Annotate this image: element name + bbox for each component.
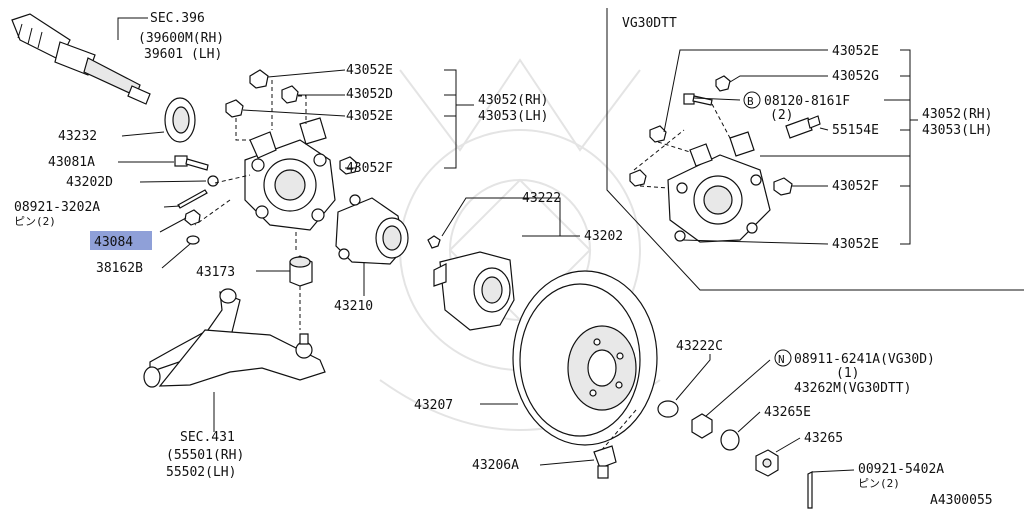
sec396-title[interactable]: SEC.396 xyxy=(150,11,205,26)
label-08120[interactable]: 08120-8161F xyxy=(764,94,850,109)
label-08911-qty: (1) xyxy=(836,366,859,381)
label-vg-55154e[interactable]: 55154E xyxy=(832,123,879,138)
washer-43222c[interactable] xyxy=(657,400,679,418)
label-43052e-1[interactable]: 43052E xyxy=(346,63,393,78)
bushing-43052e-mid[interactable] xyxy=(225,99,244,118)
group-43053-lh[interactable]: 43053(LH) xyxy=(478,109,548,124)
label-43206a[interactable]: 43206A xyxy=(472,458,519,473)
bolt-callout-circle xyxy=(743,91,761,109)
label-38162b[interactable]: 38162B xyxy=(96,261,143,276)
label-08921-sub: ピン(2) xyxy=(14,215,56,228)
nut-callout-circle xyxy=(774,349,792,367)
label-00921[interactable]: 00921-5402A xyxy=(858,462,944,477)
label-43210[interactable]: 43210 xyxy=(334,299,373,314)
label-08911[interactable]: 08911-6241A(VG30D) xyxy=(794,352,935,367)
hub-43202[interactable] xyxy=(427,235,515,331)
oil-seal-43232[interactable] xyxy=(164,97,196,143)
label-43232[interactable]: 43232 xyxy=(58,129,97,144)
bushing-43173[interactable] xyxy=(289,255,313,287)
bolt-08120-8161f[interactable] xyxy=(683,93,713,106)
washer-38162b[interactable] xyxy=(186,235,200,245)
label-43222c[interactable]: 43222C xyxy=(676,339,723,354)
nut-mark: N xyxy=(778,353,785,366)
label-43052f[interactable]: 43052F xyxy=(346,161,393,176)
sensor-55154e[interactable] xyxy=(785,115,821,139)
variant-label: VG30DTT xyxy=(622,16,677,31)
label-43262m[interactable]: 43262M(VG30DTT) xyxy=(794,381,911,396)
castle-nut-43265[interactable] xyxy=(755,449,779,477)
brake-rotor-43207[interactable] xyxy=(512,270,658,446)
washer-43202d[interactable] xyxy=(207,175,219,187)
sec431-line1: (55501(RH) xyxy=(166,448,244,463)
label-vg-43052f[interactable]: 43052F xyxy=(832,179,879,194)
label-43084-highlight xyxy=(90,231,152,250)
cotter-pin-08921[interactable] xyxy=(177,189,208,209)
label-43081a[interactable]: 43081A xyxy=(48,155,95,170)
label-43207[interactable]: 43207 xyxy=(414,398,453,413)
bushing-vg-43052e-top[interactable] xyxy=(649,125,667,143)
sec396-line2: 39601 (LH) xyxy=(144,47,222,62)
label-43265e[interactable]: 43265E xyxy=(764,405,811,420)
label-43084[interactable]: 43084 xyxy=(94,235,133,250)
bushing-vg-43052f[interactable] xyxy=(773,177,793,196)
sec431-line2: 55502(LH) xyxy=(166,465,236,480)
group-43052-rh[interactable]: 43052(RH) xyxy=(478,93,548,108)
group-vg-43053-lh[interactable]: 43053(LH) xyxy=(922,123,992,138)
bushing-43052f[interactable] xyxy=(339,156,358,175)
label-43052d[interactable]: 43052D xyxy=(346,87,393,102)
label-vg-43052e-bot[interactable]: 43052E xyxy=(832,237,879,252)
drive-shaft[interactable] xyxy=(11,13,151,105)
knuckle-vg30dtt[interactable] xyxy=(667,131,771,243)
nut-08911[interactable] xyxy=(691,413,713,439)
label-vg-43052g[interactable]: 43052G xyxy=(832,69,879,84)
hub-bearing-43210[interactable] xyxy=(335,194,409,265)
nut-43084[interactable] xyxy=(184,209,201,226)
label-00921-sub: ピン(2) xyxy=(858,477,900,490)
label-43202[interactable]: 43202 xyxy=(584,229,623,244)
bolt-mark: B xyxy=(747,95,754,108)
bushing-43052e-top[interactable] xyxy=(249,69,269,89)
bushing-vg-43052e-bot[interactable] xyxy=(629,169,647,187)
sec396-line1: (39600M(RH) xyxy=(138,31,224,46)
label-43173[interactable]: 43173 xyxy=(196,265,235,280)
washer-43265e[interactable] xyxy=(720,429,740,451)
label-43202d[interactable]: 43202D xyxy=(66,175,113,190)
diagram-code: A4300055 xyxy=(930,493,993,508)
bushing-vg-43052g[interactable] xyxy=(715,75,731,92)
variant-inset-frame xyxy=(606,8,1024,291)
bushing-43052d[interactable] xyxy=(281,85,299,104)
label-08921[interactable]: 08921-3202A xyxy=(14,200,100,215)
lower-control-arm[interactable] xyxy=(143,288,326,388)
group-vg-43052-rh[interactable]: 43052(RH) xyxy=(922,107,992,122)
label-08120-qty: (2) xyxy=(770,108,793,123)
cotter-pin-00921[interactable] xyxy=(807,471,813,509)
bolt-43206a[interactable] xyxy=(593,445,617,479)
knuckle-43052[interactable] xyxy=(244,117,336,231)
label-43265[interactable]: 43265 xyxy=(804,431,843,446)
bolt-43081a[interactable] xyxy=(174,155,209,171)
label-43052e-2[interactable]: 43052E xyxy=(346,109,393,124)
sec431-title[interactable]: SEC.431 xyxy=(180,430,235,445)
label-vg-43052e-top[interactable]: 43052E xyxy=(832,44,879,59)
label-43222[interactable]: 43222 xyxy=(522,191,561,206)
